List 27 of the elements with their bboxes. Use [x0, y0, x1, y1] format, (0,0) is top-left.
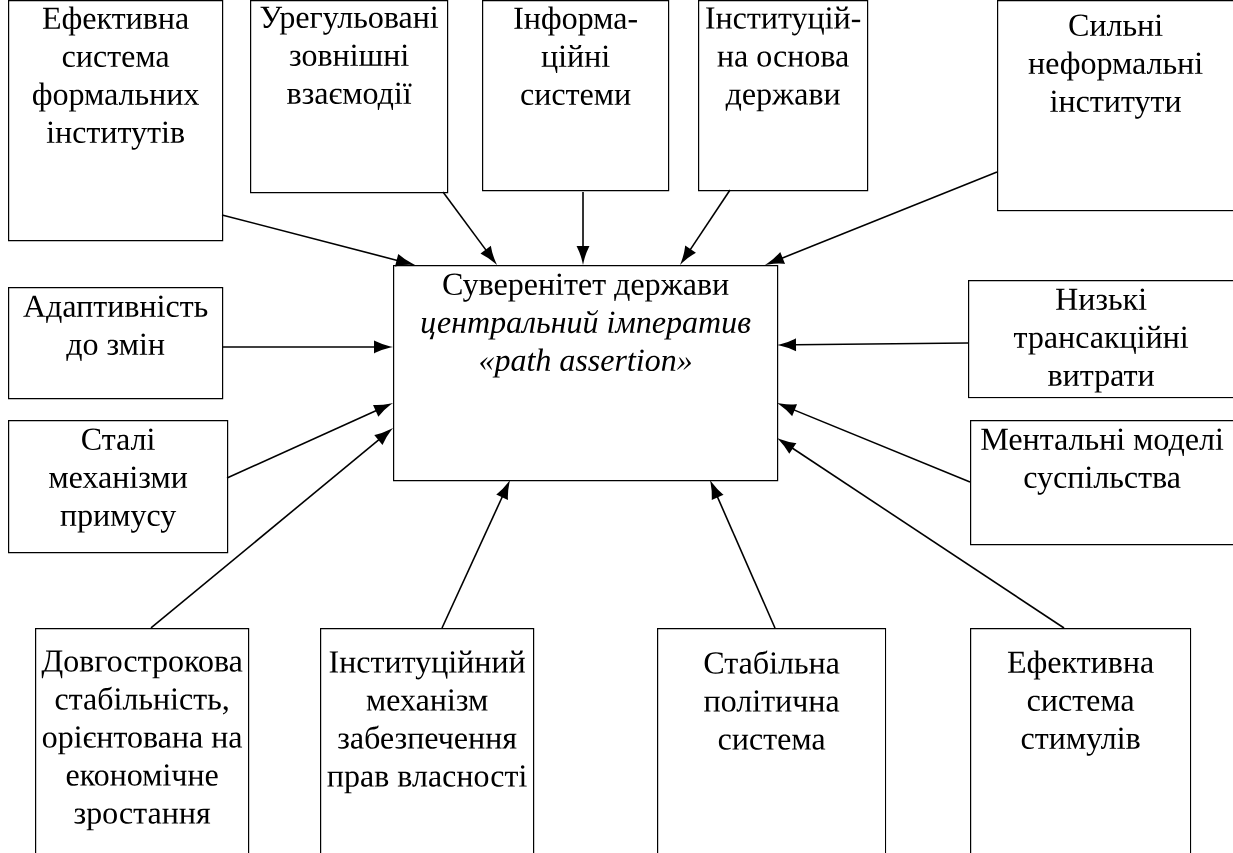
- text-box: Урегульовані зовнішні взаємодії: [250, 0, 449, 194]
- arrow: [779, 403, 971, 483]
- arrow: [441, 482, 510, 629]
- text-box: Довгострокова стабільність, орієнтована на економічне зростання: [35, 628, 250, 853]
- text-box: Інституційний механізм забезпечення прав власності: [320, 628, 535, 853]
- arrow: [779, 439, 1065, 629]
- arrow: [150, 429, 392, 629]
- text-box: Сильні неформальні інститути: [997, 0, 1233, 212]
- text-box: Стабільна політична система: [657, 628, 887, 853]
- arrow: [710, 482, 776, 629]
- text-box: Інституцій-на основа держави: [698, 0, 869, 192]
- text-box: Інформа-ційні системи: [482, 0, 670, 192]
- text-box: Сталі механізми примусу: [8, 419, 229, 554]
- text-box: Ментальні моделі суспільства: [970, 419, 1233, 546]
- text-box: Ефективна система формальних інститутів: [8, 0, 224, 242]
- arrow: [767, 171, 998, 265]
- text-box: Ефективна система стимулів: [970, 628, 1192, 853]
- arrow: [221, 341, 391, 353]
- arrow: [779, 338, 969, 351]
- arrow: [577, 191, 589, 263]
- arrow: [681, 189, 731, 263]
- text-box: Адаптивність до змін: [8, 287, 224, 400]
- text-box: Низькі трансакційні витрати: [968, 280, 1233, 399]
- arrow: [221, 214, 413, 267]
- arrow: [442, 191, 496, 263]
- arrow: [226, 403, 391, 479]
- center-box: Суверенітет держави центральний імператив «path assertion»: [393, 265, 779, 482]
